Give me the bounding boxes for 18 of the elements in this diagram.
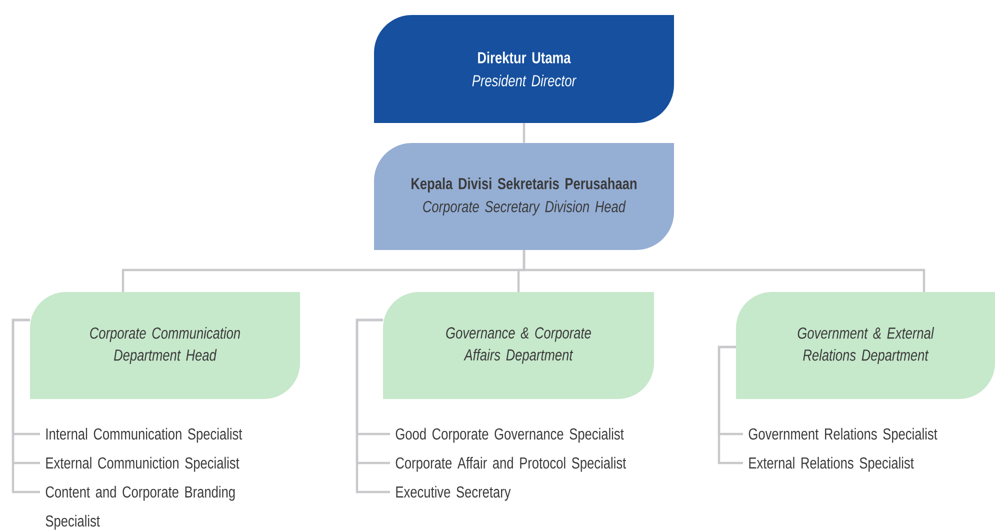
department-box: Governance & Corporate Affairs Department <box>383 292 654 399</box>
connector-line <box>718 346 743 464</box>
position-label: Government Relations Specialist <box>748 428 938 443</box>
position-label: Content and Corporate Branding Specialist <box>46 486 235 530</box>
position-label: External Communiction Specialist <box>46 456 240 472</box>
department-box: Government & External Relations Department <box>736 292 995 399</box>
position-label: External Relations Specialist <box>749 456 914 472</box>
position-label: Good Corporate Governance Specialist <box>396 428 624 443</box>
connector-line <box>522 250 926 292</box>
connector-line <box>522 123 526 143</box>
connector-line <box>356 318 390 494</box>
connector-line <box>12 318 40 494</box>
position-label: Internal Communication Specialist <box>46 428 242 443</box>
position-label: Corporate Affair and Protocol Specialist <box>396 456 626 472</box>
title-box: Direktur Utama President Director <box>374 15 674 123</box>
department-box: Corporate Communication Department Head <box>30 292 300 399</box>
position-label: Executive Secretary <box>396 486 511 501</box>
title-box: Kepala Divisi Sekretaris Perusahaan Corporate Secretary Division Head <box>374 143 674 250</box>
